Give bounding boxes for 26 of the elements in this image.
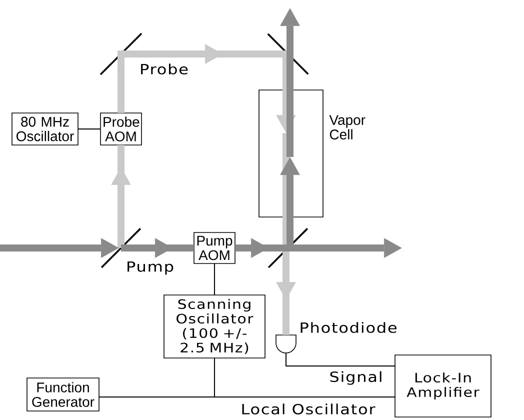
edge-label: Signal [328, 370, 384, 386]
mirror [267, 33, 309, 75]
laser-beam [286, 54, 294, 157]
wire [286, 352, 396, 366]
wire [214, 263, 215, 296]
edge-label: Probe [138, 62, 190, 76]
laser-beam [288, 238, 402, 258]
component-box: Scanning Oscillator (100 +/- 2.5 MHz) [164, 294, 266, 358]
mirror [268, 228, 308, 268]
component-box: Function Generator [26, 378, 100, 412]
component-box: Pump AOM [194, 232, 236, 264]
laser-beam [0, 238, 119, 258]
laser-beam [118, 50, 124, 113]
component-box: 80 MHz Oscillator [12, 112, 78, 146]
component-label: Vapor Cell [329, 115, 366, 140]
component-label: Photodiode [300, 322, 397, 333]
laser-beam [121, 238, 194, 258]
wire [98, 396, 396, 398]
component-box: Probe AOM [100, 112, 142, 146]
edge-label: Pump [124, 260, 176, 276]
wire [78, 128, 101, 130]
edge-label: Local Oscillator [240, 402, 376, 416]
laser-beam [111, 145, 131, 248]
component-box: Lock-In Amplifier [394, 354, 492, 418]
laser-beam [280, 8, 300, 54]
laser-beam [235, 238, 288, 258]
